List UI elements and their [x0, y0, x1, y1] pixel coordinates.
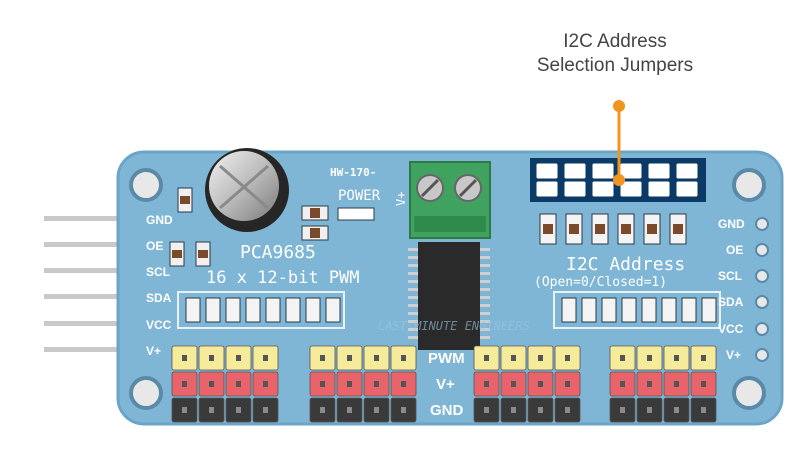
header-pin-hole	[401, 381, 406, 387]
row-label-vplus: V+	[436, 376, 455, 393]
i2c-title-label: I2C Address	[566, 254, 685, 275]
header-pin-hole	[209, 407, 214, 413]
right-pin-label: VCC	[718, 322, 744, 336]
right-pin-labels: GND OE SCL SDA VCC V+	[718, 217, 769, 362]
header-pin-hole	[347, 381, 352, 387]
header-pin-hole	[484, 355, 489, 361]
header-pin-hole	[538, 407, 543, 413]
callout-line-1: I2C Address	[563, 31, 667, 52]
header-pin-hole	[565, 407, 570, 413]
model-mark: HW-170-	[330, 166, 376, 179]
header-pin-hole	[236, 381, 241, 387]
header-pin-hole	[347, 355, 352, 361]
header-pin-hole	[620, 407, 625, 413]
header-pin-hole	[701, 407, 706, 413]
right-pin-label: V+	[726, 348, 741, 362]
header-pin-hole	[263, 355, 268, 361]
header-pin-hole	[674, 381, 679, 387]
left-pin-label: OE	[146, 239, 163, 253]
header-pin-hole	[538, 355, 543, 361]
header-pin-hole	[182, 355, 187, 361]
header-pin-hole	[209, 381, 214, 387]
resistor-bank-right	[553, 291, 721, 329]
screw-terminal	[409, 161, 491, 239]
header-pin-hole	[320, 355, 325, 361]
header-pin-hole	[565, 381, 570, 387]
header-pin-hole	[263, 381, 268, 387]
pwm-title-label: 16 x 12-bit PWM	[206, 268, 360, 288]
power-label: POWER	[338, 188, 381, 204]
header-pin-hole	[701, 355, 706, 361]
header-pin-hole	[320, 407, 325, 413]
header-pin-hole	[701, 381, 706, 387]
watermark: LAST MINUTE ENGINEERS	[378, 319, 530, 333]
header-pin-hole	[374, 355, 379, 361]
right-pin-label: OE	[726, 243, 743, 257]
header-pin-hole	[511, 355, 516, 361]
right-pin-label: GND	[718, 217, 745, 231]
callout-label: I2C Address Selection Jumpers	[520, 30, 710, 78]
header-pin-hole	[236, 355, 241, 361]
right-pin-label: SCL	[718, 269, 742, 283]
left-pin-label: V+	[146, 344, 161, 358]
left-pin-label: SCL	[146, 265, 170, 279]
smd-components-left	[169, 187, 375, 267]
header-pin-hole	[374, 407, 379, 413]
i2c-subtitle-label: (Open=0/Closed=1)	[534, 275, 667, 290]
callout-pointer	[613, 100, 625, 186]
left-pin-label: GND	[146, 213, 173, 227]
row-label-gnd: GND	[430, 402, 464, 419]
header-pin-hole	[263, 407, 268, 413]
header-pin-hole	[511, 381, 516, 387]
vplus-terminal-label: V+	[394, 192, 408, 206]
header-pin-hole	[347, 407, 352, 413]
header-row-labels: PWM V+ GND	[428, 350, 465, 419]
header-pin-hole	[320, 381, 325, 387]
address-resistors	[539, 213, 687, 245]
header-pin-hole	[647, 381, 652, 387]
mounting-holes	[129, 168, 766, 410]
header-pin-hole	[401, 407, 406, 413]
row-label-pwm: PWM	[428, 350, 465, 367]
header-pin-hole	[182, 407, 187, 413]
header-pin-hole	[647, 407, 652, 413]
pca9685-chip	[408, 242, 490, 350]
left-pin-labels: GND OE SCL SDA VCC V+	[146, 213, 173, 358]
resistor-bank-left	[177, 291, 345, 329]
header-pin-hole	[209, 355, 214, 361]
pwm-header-blocks	[171, 345, 717, 423]
header-pin-hole	[620, 355, 625, 361]
chip-name-label: PCA9685	[240, 242, 316, 263]
header-pin-hole	[674, 407, 679, 413]
header-pin-hole	[674, 355, 679, 361]
header-pin-hole	[236, 407, 241, 413]
callout-line-2: Selection Jumpers	[536, 55, 694, 76]
header-pin-hole	[401, 355, 406, 361]
header-pin-hole	[538, 381, 543, 387]
header-pin-hole	[374, 381, 379, 387]
capacitor	[205, 148, 289, 232]
header-pin-hole	[565, 355, 570, 361]
header-pin-hole	[511, 407, 516, 413]
left-pin-label: VCC	[146, 318, 172, 332]
header-pin-hole	[182, 381, 187, 387]
left-pin-label: SDA	[146, 291, 172, 305]
header-pin-hole	[484, 381, 489, 387]
header-pin-hole	[484, 407, 489, 413]
right-pin-label: SDA	[718, 295, 744, 309]
header-pin-hole	[620, 381, 625, 387]
header-pin-hole	[647, 355, 652, 361]
